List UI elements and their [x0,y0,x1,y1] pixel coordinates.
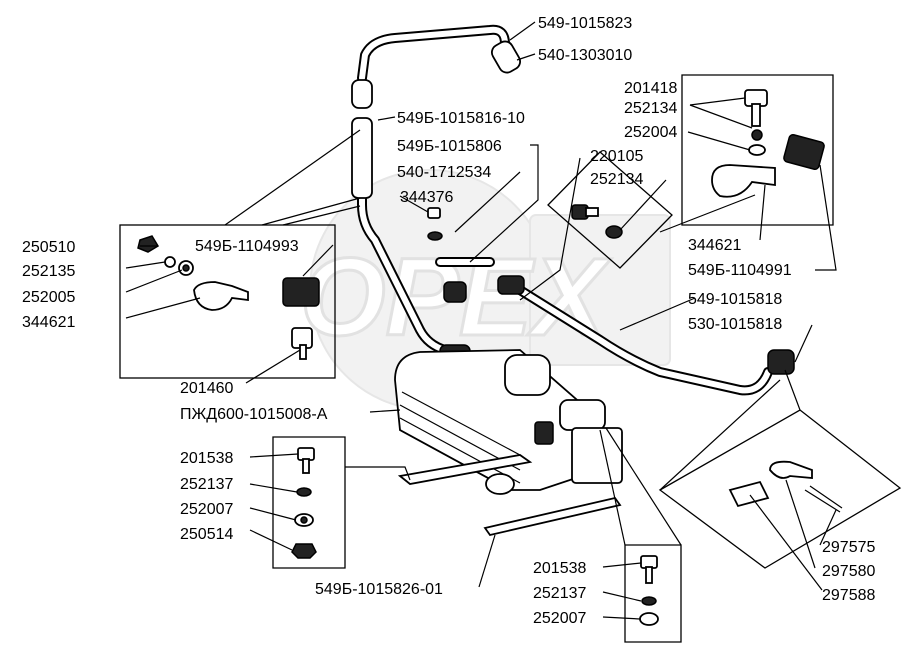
bolt-344376 [427,207,441,219]
label-252007-right: 252007 [533,610,586,627]
leader-lines [125,21,837,620]
label-549-1015823: 549-1015823 [538,15,632,32]
label-252134-mid: 252134 [590,171,643,188]
heater-PZhD600 [394,349,623,495]
hose-530-1015818 [767,349,795,375]
label-252135: 252135 [22,263,75,280]
label-201538-right: 201538 [533,560,586,577]
bottom-right-fastener-frame [624,544,682,643]
bottom-right-fasteners [639,555,659,626]
label-252005: 252005 [22,289,75,306]
label-PZhD600-1015008-A: ПЖД600-1015008-А [180,406,328,423]
label-252137-right: 252137 [533,585,586,602]
label-530-1015818: 530-1015818 [688,316,782,333]
hose-segment-upper [351,79,373,109]
label-250510: 250510 [22,239,75,256]
label-250514: 250514 [180,526,233,543]
watermark-text: ОРЕХ [300,236,611,359]
left-clamp-parts [137,235,320,360]
rubber-pad-549B-1104993 [282,277,320,307]
hose-549-1015823 [491,40,521,74]
bolt-220105-parts [571,204,623,239]
label-297575: 297575 [822,539,875,556]
bottom-left-fastener-frame [272,436,346,569]
cotter-pin-frame [658,409,902,569]
label-297580: 297580 [822,563,875,580]
bolt-frame-220105 [547,151,673,269]
hose-mid-2 [497,275,525,295]
label-344621-left: 344621 [22,314,75,331]
bottom-left-fasteners [291,447,317,559]
top-right-clamp-parts [711,89,825,198]
top-right-clamp-frame [681,74,834,226]
label-201418: 201418 [624,80,677,97]
label-201460: 201460 [180,380,233,397]
tube-549B-1015816-10 [351,117,373,199]
pipe-system [357,24,773,475]
label-297588: 297588 [822,587,875,604]
left-clamp-frame [119,224,336,379]
label-344376: 344376 [400,189,453,206]
label-549B-1015816-10: 549Б-1015816-10 [397,110,525,127]
label-201538-left: 201538 [180,450,233,467]
label-252007-left: 252007 [180,501,233,518]
bracket-549B-1015826-01 [483,496,622,537]
label-252134-top: 252134 [624,100,677,117]
washer-540-1712534 [427,231,443,241]
cotter-pin-parts [728,460,843,513]
label-220105: 220105 [590,148,643,165]
label-252137-left: 252137 [180,476,233,493]
label-540-1303010: 540-1303010 [538,47,632,64]
label-549B-1015806: 549Б-1015806 [397,138,502,155]
label-540-1712534: 540-1712534 [397,164,491,181]
label-252004: 252004 [624,124,677,141]
bracket-left [397,454,533,485]
label-549B-1015826-01: 549Б-1015826-01 [315,581,443,598]
label-549B-1104991: 549Б-1104991 [688,262,792,279]
label-344621-right: 344621 [688,237,741,254]
hose-mid-1 [443,281,467,303]
label-549B-1104993: 549Б-1104993 [195,238,299,255]
label-549-1015818: 549-1015818 [688,291,782,308]
